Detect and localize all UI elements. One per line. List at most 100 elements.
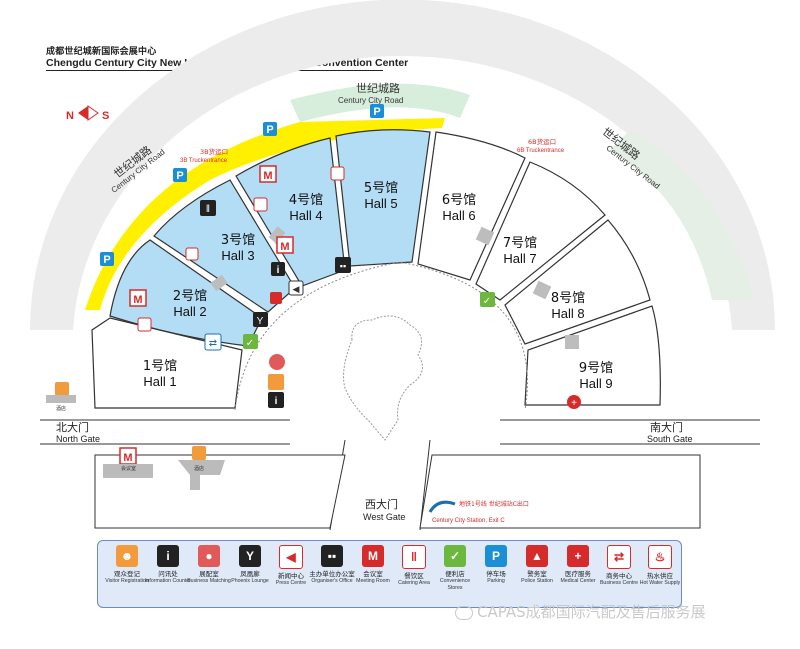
central-plaza — [343, 315, 423, 441]
parking-icon[interactable]: P — [370, 104, 384, 118]
svg-text:▪▪: ▪▪ — [340, 261, 346, 271]
meeting-room-icon[interactable]: M — [259, 165, 277, 183]
legend-label-en: Convenience Stores — [439, 578, 471, 591]
legend-label-en: Press Centre — [275, 580, 307, 586]
compass: N S — [66, 105, 109, 122]
catering-icon[interactable]: ǁ — [200, 200, 216, 216]
legend-label-en: Business Centre — [599, 580, 639, 586]
svg-text:P: P — [373, 106, 380, 118]
north-gate-cn: 北大门 — [56, 420, 89, 434]
office-icon[interactable]: ▪▪ — [335, 257, 351, 273]
hall-9-area[interactable] — [524, 305, 661, 406]
south-gate-cn: 南大门 — [650, 420, 683, 434]
connectors — [210, 226, 579, 349]
meeting-room-icon[interactable]: M — [276, 236, 294, 254]
wechat-icon — [455, 605, 473, 620]
metro-en: Century City Station, Exit C — [432, 518, 505, 524]
hotel-icon[interactable] — [46, 382, 76, 403]
hall-6-cn: 6号馆 — [442, 193, 476, 208]
legend-label-cn: 医疗服务 — [565, 570, 591, 578]
hotel-icon[interactable] — [178, 446, 225, 490]
press-icon[interactable]: ◀ — [288, 280, 304, 296]
office-icon: ▪▪ — [321, 545, 343, 567]
hall-5-en: Hall 5 — [364, 196, 397, 211]
parking-icon[interactable]: P — [263, 122, 277, 136]
legend-label-cn: 观众登记 — [114, 570, 140, 578]
hall-8-area[interactable] — [504, 219, 651, 345]
medical-icon: + — [567, 545, 589, 567]
lower-plot-left — [94, 454, 346, 529]
svg-text:ǁ: ǁ — [206, 204, 210, 215]
svg-text:P: P — [176, 170, 183, 182]
medical-icon[interactable]: + — [567, 395, 581, 409]
lounge-icon: Y — [239, 545, 261, 567]
hall-1-cn: 1号馆 — [143, 359, 177, 374]
svg-text:⇄: ⇄ — [209, 338, 217, 349]
road-yellow — [85, 118, 445, 310]
store-icon[interactable]: ✓ — [243, 334, 258, 349]
meeting-room-icon[interactable]: M — [103, 447, 153, 478]
meeting-room-label: 会议室 — [121, 465, 136, 472]
svg-text:M: M — [263, 170, 272, 182]
info-icon[interactable]: i — [271, 262, 285, 276]
info-icon[interactable]: i — [268, 392, 284, 408]
hall-9-cn: 9号馆 — [579, 361, 613, 376]
compass-north: N — [66, 110, 74, 122]
lounge-icon[interactable]: Y — [253, 312, 268, 327]
legend-label-en: Meeting Room — [356, 578, 390, 584]
west-gate-en: West Gate — [363, 512, 405, 522]
north-gate-en: North Gate — [56, 434, 100, 444]
map-facility-icons: P P P P M M M ǁ i ◀ Y ✓ ✓ ⇄ ▪▪ i + — [100, 104, 581, 409]
legend-label-en: Visitor Registration — [105, 578, 149, 584]
svg-text:◀: ◀ — [293, 284, 300, 294]
hotwater-icon[interactable] — [137, 317, 152, 332]
matching-icon: ● — [198, 545, 220, 567]
west-gate-cn: 西大门 — [365, 497, 398, 511]
hall-1-area[interactable] — [91, 317, 243, 409]
hotwater-icon[interactable] — [185, 247, 199, 261]
business-icon: ⇄ — [607, 545, 631, 569]
road-band — [30, 0, 775, 330]
svg-text:i: i — [275, 396, 278, 407]
hall-1-en: Hall 1 — [143, 374, 176, 389]
metro-icon[interactable] — [428, 500, 456, 513]
parking-icon: P — [485, 545, 507, 567]
hall-3-area[interactable] — [153, 179, 296, 313]
legend-label-en: Organiser's Office — [311, 578, 353, 584]
hall-8-cn: 8号馆 — [551, 291, 585, 306]
meeting-room-icon[interactable]: M — [129, 289, 147, 307]
hotwater-icon: ♨ — [648, 545, 672, 569]
visitor-icon[interactable] — [268, 374, 284, 390]
matching-icon[interactable] — [269, 354, 285, 370]
hall-7-cn: 7号馆 — [503, 236, 537, 251]
parking-icon[interactable]: P — [173, 168, 187, 182]
hall-6-area[interactable] — [417, 131, 526, 281]
catering-icon: ǁ — [402, 545, 426, 569]
hall-8-en: Hall 8 — [551, 306, 584, 321]
info-icon: i — [157, 545, 179, 567]
hall-7-area[interactable] — [475, 161, 606, 301]
hall-2-cn: 2号馆 — [173, 289, 207, 304]
business-icon[interactable]: ⇄ — [204, 333, 222, 351]
parking-icon[interactable]: P — [100, 252, 114, 266]
hall-3-cn: 3号馆 — [221, 233, 255, 248]
legend-label-en: Phoenix Lounge — [231, 578, 269, 584]
hall-5-area[interactable] — [335, 129, 431, 267]
store-icon[interactable]: ✓ — [480, 292, 495, 307]
legend-label-cn: 商务中心 — [606, 572, 632, 580]
police-icon[interactable] — [270, 292, 282, 304]
legend-label-cn: 展配室 — [199, 570, 219, 578]
svg-text:P: P — [103, 254, 110, 266]
hotwater-icon[interactable] — [253, 197, 268, 212]
hotwater-icon[interactable] — [330, 166, 345, 181]
hall-4-en: Hall 4 — [289, 208, 322, 223]
hall-2-en: Hall 2 — [173, 304, 206, 319]
road-top-green — [290, 83, 470, 122]
